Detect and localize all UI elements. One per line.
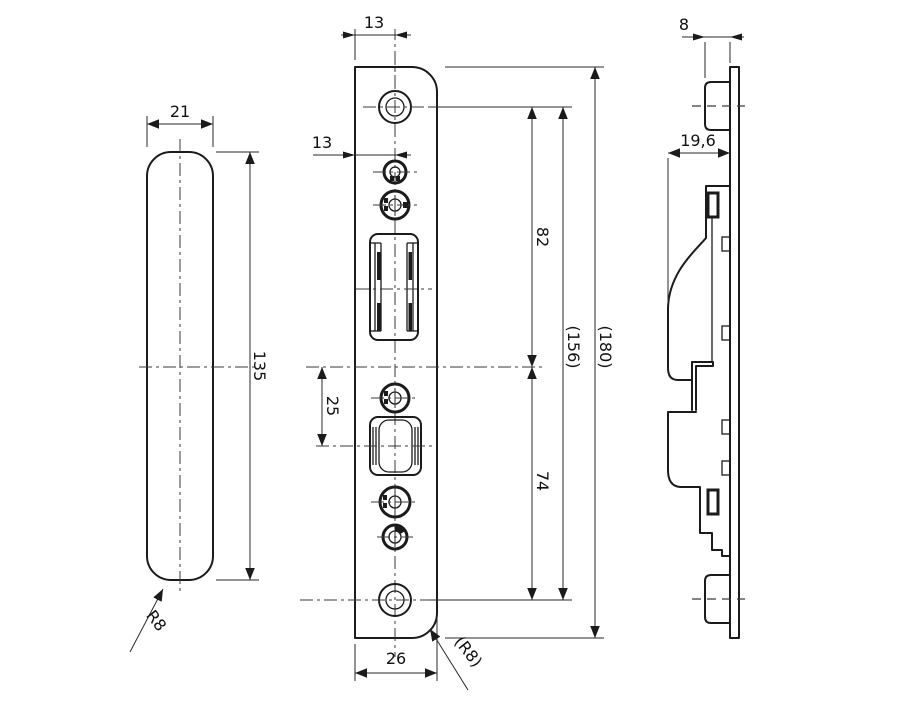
screw-hole-bottom <box>300 583 430 617</box>
dim-text-8: 8 <box>679 15 689 34</box>
dim-depth-19-6: 19,6 <box>667 131 730 304</box>
dim-text-82: 82 <box>533 227 552 247</box>
dim-text-74: 74 <box>533 471 552 491</box>
side-view: 8 19,6 <box>667 15 745 639</box>
snap-clip-upper <box>706 191 720 219</box>
pin-hole-upper <box>373 159 417 185</box>
left-view: 21 135 R8 <box>129 102 269 653</box>
dim-text-13-small: 13 <box>312 133 332 152</box>
dim-width-21: 21 <box>146 102 214 147</box>
dim-text-135: 135 <box>250 351 269 382</box>
eccentric-adjuster-upper <box>373 189 419 221</box>
dim-text-25: 25 <box>323 396 342 416</box>
dim-text-13-top: 13 <box>364 13 384 32</box>
dim-boss-8: 8 <box>679 15 744 78</box>
eccentric-adjuster-middle <box>371 382 419 414</box>
cam-hole-lower <box>377 523 413 551</box>
housing-profile <box>667 185 731 557</box>
dim-plate-width-26: 26 <box>354 618 438 681</box>
eccentric-adjuster-lower <box>371 485 419 519</box>
plate-outline <box>354 66 438 639</box>
dim-text-26: 26 <box>386 649 406 668</box>
top-boss <box>692 81 745 131</box>
snap-clip-lower <box>706 488 720 516</box>
radius-callout-r8: R8 <box>129 588 170 653</box>
front-view: 13 13 82 74 (156) (180) 25 <box>300 13 615 691</box>
dim-height-135: 135 <box>216 151 269 581</box>
latch-opening <box>356 233 432 341</box>
dim-vertical-group: 82 74 (156) (180) <box>430 66 615 639</box>
dim-top-hole-13: 13 <box>341 13 411 88</box>
dim-small-hole-13: 13 <box>312 133 411 159</box>
dim-bolt-25: 25 <box>317 367 342 446</box>
mounting-tabs <box>721 236 731 476</box>
screw-hole-top <box>363 90 430 124</box>
dim-text-156: (156) <box>564 325 583 368</box>
plate-profile <box>729 66 740 639</box>
deadbolt-opening <box>316 416 434 476</box>
dim-text-19-6: 19,6 <box>680 131 716 150</box>
dim-text-r8: R8 <box>142 606 170 634</box>
bottom-boss <box>692 574 745 624</box>
dim-text-180: (180) <box>596 325 615 368</box>
dim-text-21: 21 <box>170 102 190 121</box>
